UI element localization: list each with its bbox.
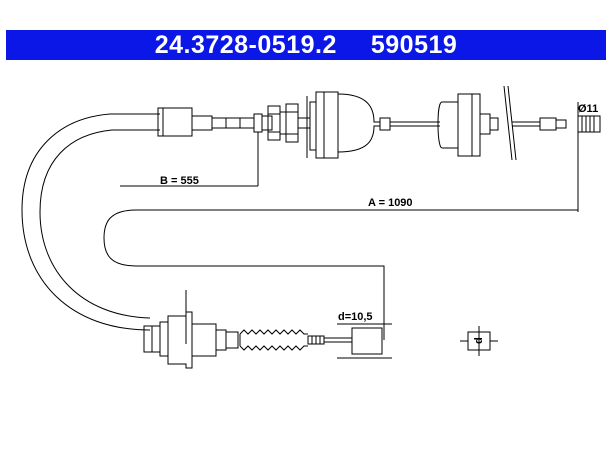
inner-wire [390,121,440,127]
right-end-fitting [512,102,601,212]
first-mount [306,91,391,159]
label-diameter: Ø11 [578,103,598,115]
cross-section-symbol [460,326,498,356]
label-d-symbol: d [473,337,485,344]
part-number: 24.3728-0519.2 [154,30,337,59]
lower-end-fitting [143,290,383,369]
second-mount [437,85,517,161]
dimension-d [337,323,392,359]
label-b: B = 555 [160,175,199,187]
cable-sheath [21,113,160,331]
label-a: A = 1090 [368,197,413,209]
dimension-b [120,132,259,187]
label-d: d=10,5 [338,311,373,323]
upper-end-fitting [157,103,311,143]
dimension-a [103,209,578,340]
reference-number: 590519 [370,30,458,59]
header-bar: 24.3728-0519.2 590519 [6,30,606,60]
